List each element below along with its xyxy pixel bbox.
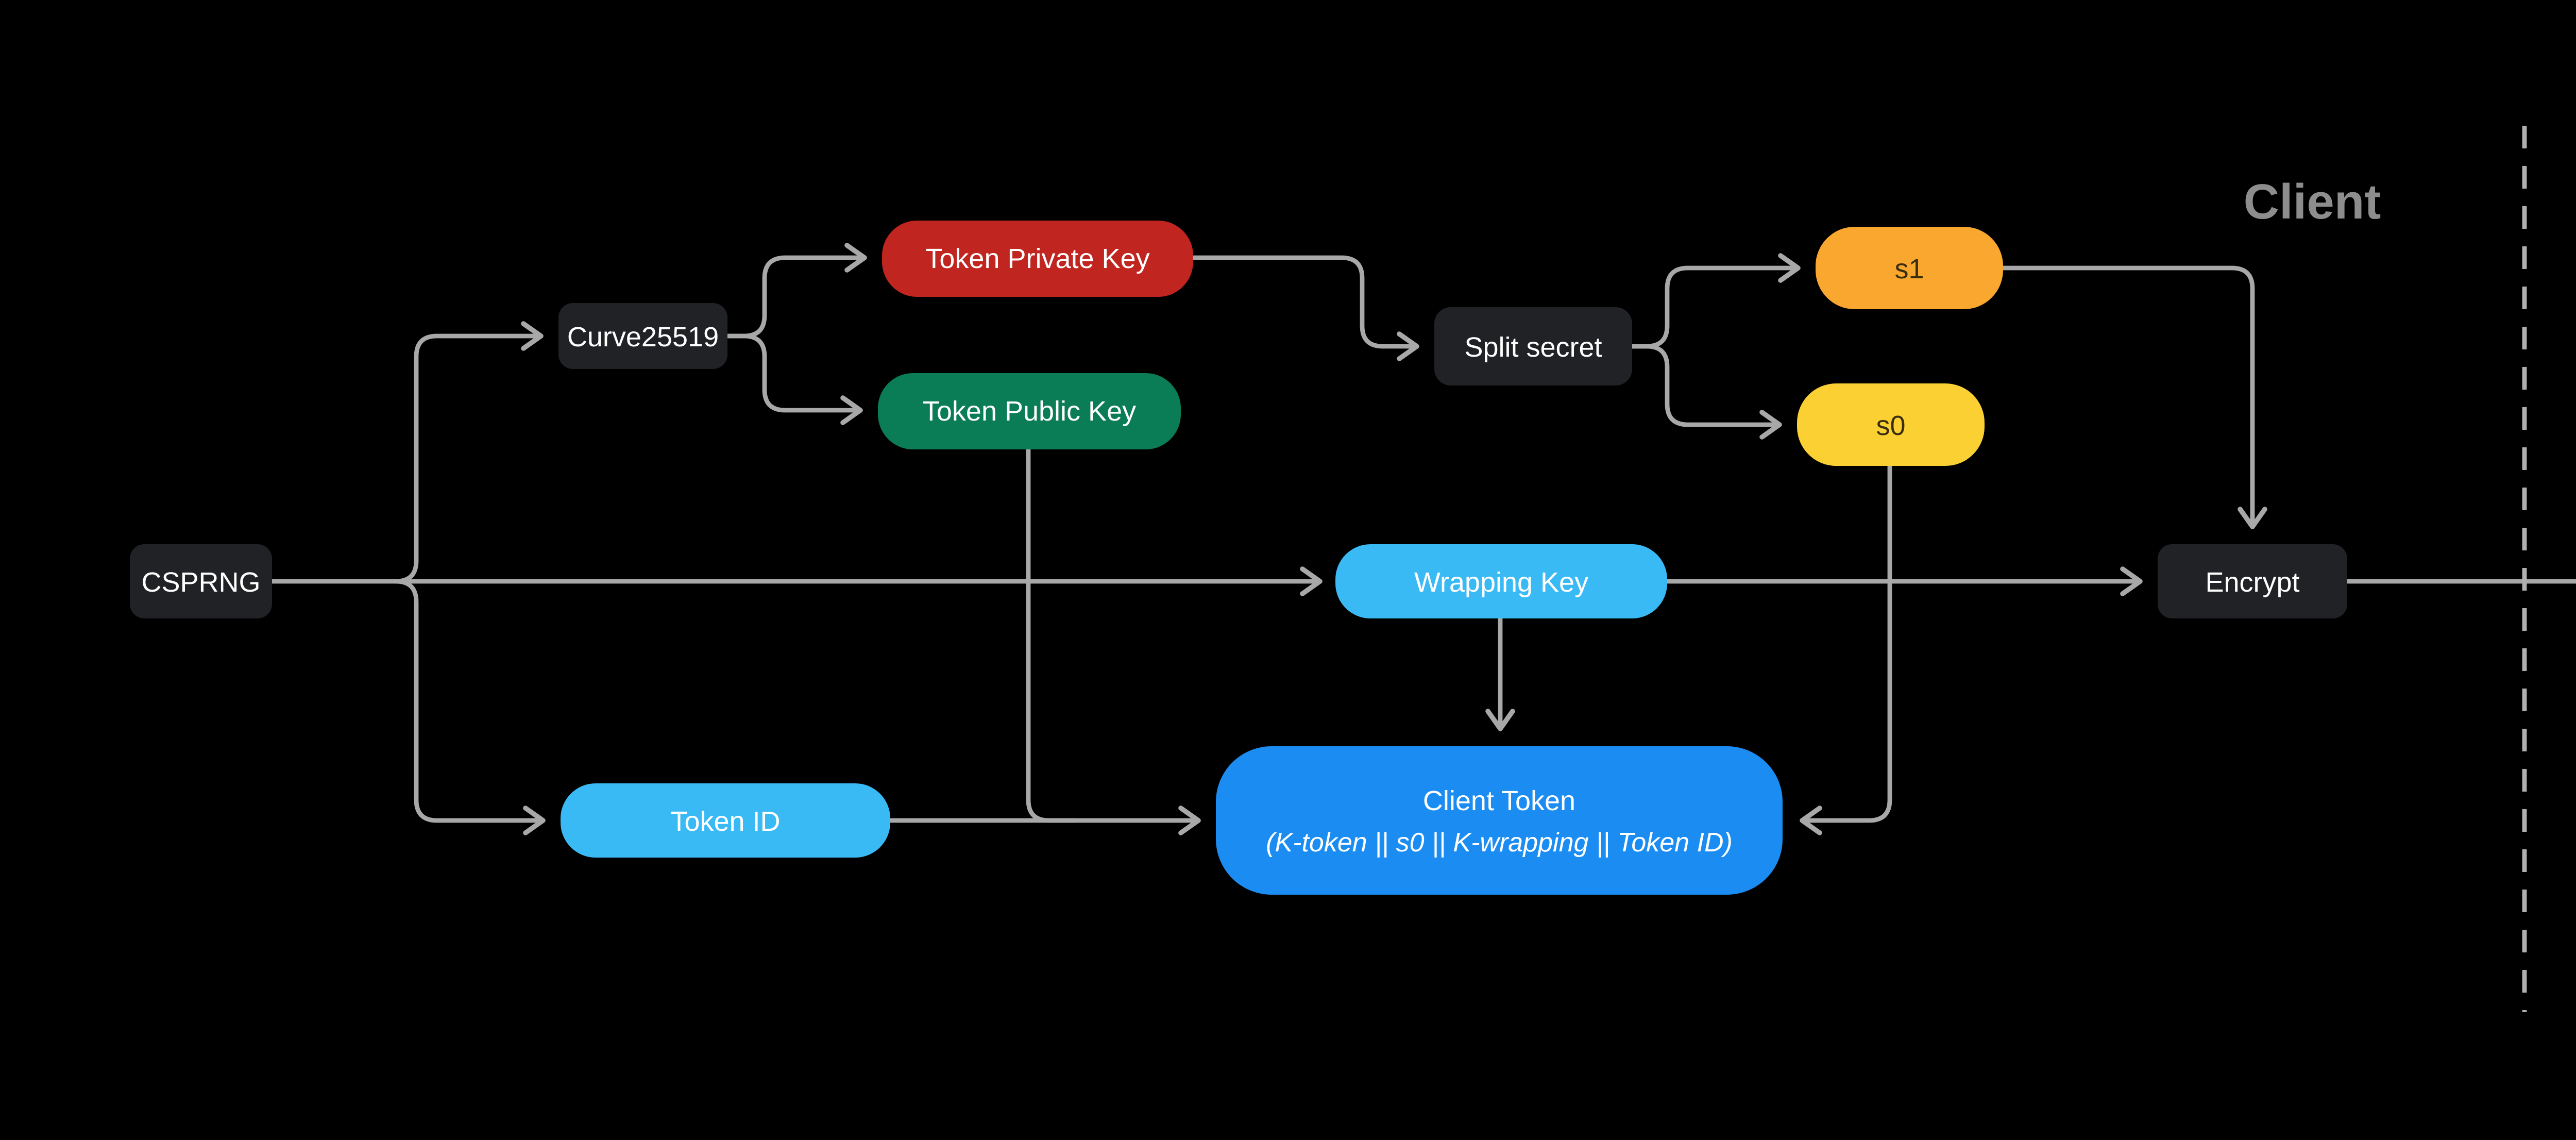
edge-s1-encrypt [2001, 265, 2267, 529]
node-curve25519: Curve25519 [558, 303, 727, 369]
node-wrapping-key: Wrapping Key [1335, 544, 1667, 618]
split-secret-label: Split secret [1464, 332, 1602, 363]
connectors [269, 243, 2576, 835]
node-token-public-key: Token Public Key [878, 373, 1181, 449]
client-token-title: Client Token [1423, 785, 1575, 816]
token-id-box [561, 783, 890, 858]
node-token-private-key: Token Private Key [882, 221, 1193, 297]
node-token-id: Token ID [561, 783, 890, 858]
node-csprng: CSPRNG [130, 544, 272, 618]
node-s0: s0 [1797, 383, 1985, 466]
edge-token-public-key-client-token [1026, 447, 1078, 823]
token-private-key-box [882, 221, 1193, 297]
curve25519-label: Curve25519 [567, 322, 719, 353]
edge-token-private-key-split-secret [1191, 255, 1419, 361]
encrypt-box [2158, 544, 2347, 618]
client-section-label: Client [2244, 174, 2381, 229]
edge-split-secret-s0 [1630, 344, 1782, 440]
client-token-box [1216, 746, 1783, 895]
edge-curve25519-token-public-key [725, 333, 863, 425]
token-id-label: Token ID [670, 806, 780, 837]
node-split-secret: Split secret [1434, 307, 1632, 385]
wrapping-key-box [1335, 544, 1667, 618]
token-private-key-label: Token Private Key [925, 243, 1149, 274]
split-secret-box [1434, 307, 1632, 385]
s1-box [1816, 227, 2003, 309]
node-encrypt: Encrypt [2158, 544, 2347, 618]
csprng-box [130, 544, 272, 618]
edge-csprng-token-id [393, 579, 546, 835]
token-public-key-label: Token Public Key [923, 396, 1136, 427]
wrapping-key-label: Wrapping Key [1414, 567, 1588, 598]
s0-box [1797, 383, 1985, 466]
edge-s0-client-token [1800, 463, 1892, 835]
edge-split-secret-s1 [1630, 253, 1801, 349]
node-client-token: Client Token (K-token || s0 || K-wrappin… [1216, 746, 1783, 895]
client-token-formula: (K-token || s0 || K-wrapping || Token ID… [1266, 828, 1733, 858]
edge-csprng-curve25519 [393, 321, 544, 584]
token-public-key-box [878, 373, 1181, 449]
csprng-label: CSPRNG [141, 567, 260, 598]
encrypt-label: Encrypt [2205, 567, 2299, 598]
node-s1: s1 [1816, 227, 2003, 309]
s1-label: s1 [1894, 254, 1924, 284]
s0-label: s0 [1876, 410, 1905, 441]
curve25519-box [558, 303, 727, 369]
edge-curve25519-token-private-key [725, 243, 867, 339]
